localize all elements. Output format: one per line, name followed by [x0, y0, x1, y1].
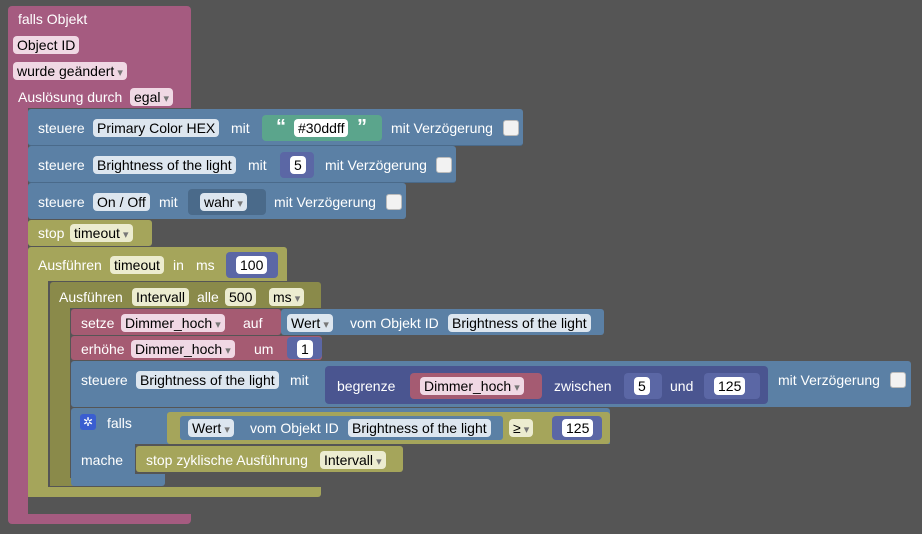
interval-block-footer: [50, 478, 78, 486]
interval-unit-dropdown[interactable]: ms: [269, 288, 305, 306]
color-hex-input[interactable]: #30ddff: [294, 119, 349, 137]
gear-icon[interactable]: ✲: [80, 414, 96, 430]
get-value-from-object: vom Objekt ID: [350, 315, 439, 331]
interval-name-field[interactable]: Intervall: [132, 288, 190, 306]
set-variable-to: auf: [243, 315, 263, 331]
timeout-label: Ausführen: [38, 257, 102, 273]
stop-timeout-dropdown[interactable]: timeout: [70, 224, 133, 242]
control-brightness-delay-label: mit Verzögerung: [325, 157, 427, 173]
timeout-name-field[interactable]: timeout: [110, 256, 164, 274]
control-onoff-target[interactable]: On / Off: [93, 193, 150, 211]
trigger-title: falls Objekt: [18, 11, 88, 27]
clamp-between: zwischen: [554, 378, 612, 394]
control-color-with: mit: [231, 120, 250, 136]
timeout-block-footer: [28, 487, 321, 497]
timeout-unit: ms: [196, 257, 215, 273]
control-onoff-delay-checkbox[interactable]: [386, 194, 402, 210]
quote-close-glyph: ”: [357, 116, 367, 138]
do-label: mache: [81, 452, 124, 468]
compare-number-input[interactable]: 125: [562, 419, 594, 437]
control-onoff-label: steuere: [38, 194, 85, 210]
control-color-delay-label: mit Verzögerung: [391, 120, 493, 136]
increment-number-input[interactable]: 1: [297, 340, 313, 358]
control-onoff-with: mit: [159, 194, 178, 210]
interval-block-spine: [50, 308, 70, 486]
trigger-block-spine: [8, 108, 28, 514]
boolean-dropdown[interactable]: wahr: [200, 193, 247, 211]
stop-interval-label: stop zyklische Ausführung: [146, 452, 308, 468]
control-brightness-with: mit: [248, 157, 267, 173]
interval-value-field[interactable]: 500: [225, 288, 257, 306]
interval-every: alle: [197, 289, 219, 305]
set-variable-label: setze: [81, 315, 115, 331]
trigger-by-dropdown[interactable]: egal: [130, 88, 174, 106]
control-clamp-with: mit: [290, 372, 309, 388]
set-variable-dropdown[interactable]: Dimmer_hoch: [121, 314, 225, 332]
quote-open-glyph: “: [276, 116, 286, 138]
compare-object-field[interactable]: Brightness of the light: [348, 419, 491, 437]
control-clamp-delay-checkbox[interactable]: [890, 372, 906, 388]
clamp-high-input[interactable]: 125: [714, 377, 746, 395]
control-color-label: steuere: [38, 120, 85, 136]
clamp-low-input[interactable]: 5: [634, 377, 650, 395]
get-value-prop-dropdown[interactable]: Wert: [287, 314, 333, 332]
brightness-number-input[interactable]: 5: [290, 156, 306, 174]
control-brightness-label: steuere: [38, 157, 85, 173]
event-dropdown[interactable]: wurde geändert: [13, 62, 127, 80]
clamp-variable-dropdown[interactable]: Dimmer_hoch: [420, 377, 524, 395]
control-color-delay-checkbox[interactable]: [503, 120, 519, 136]
trigger-by-label: Auslösung durch: [18, 89, 123, 105]
control-clamp-target[interactable]: Brightness of the light: [136, 371, 279, 389]
timeout-in: in: [173, 257, 184, 273]
compare-prop-dropdown[interactable]: Wert: [188, 419, 234, 437]
object-id-field[interactable]: Object ID: [13, 36, 80, 54]
clamp-and: und: [670, 378, 694, 394]
if-label: falls: [107, 415, 132, 431]
control-clamp-label: steuere: [81, 372, 128, 388]
control-brightness-target[interactable]: Brightness of the light: [93, 156, 236, 174]
control-onoff-delay-label: mit Verzögerung: [274, 194, 376, 210]
increment-variable-dropdown[interactable]: Dimmer_hoch: [131, 340, 235, 358]
clamp-block[interactable]: [325, 366, 768, 404]
increment-by: um: [254, 341, 274, 357]
clamp-label: begrenze: [337, 378, 396, 394]
compare-from-object: vom Objekt ID: [250, 420, 339, 436]
if-block-footer: [71, 474, 165, 486]
stop-interval-dropdown[interactable]: Intervall: [320, 451, 386, 469]
control-color-target[interactable]: Primary Color HEX: [93, 119, 220, 137]
get-value-object-field[interactable]: Brightness of the light: [448, 314, 591, 332]
if-block-body: [71, 444, 135, 474]
compare-operator-dropdown[interactable]: ≥: [509, 419, 534, 437]
control-brightness-delay-checkbox[interactable]: [436, 157, 452, 173]
timeout-number-input[interactable]: 100: [236, 256, 268, 274]
timeout-block-spine: [28, 281, 48, 497]
interval-label: Ausführen: [59, 289, 123, 305]
trigger-block-footer: [8, 514, 191, 524]
stop-timeout-label: stop: [38, 225, 65, 241]
increment-label: erhöhe: [81, 341, 125, 357]
control-clamp-delay-label: mit Verzögerung: [778, 372, 880, 388]
